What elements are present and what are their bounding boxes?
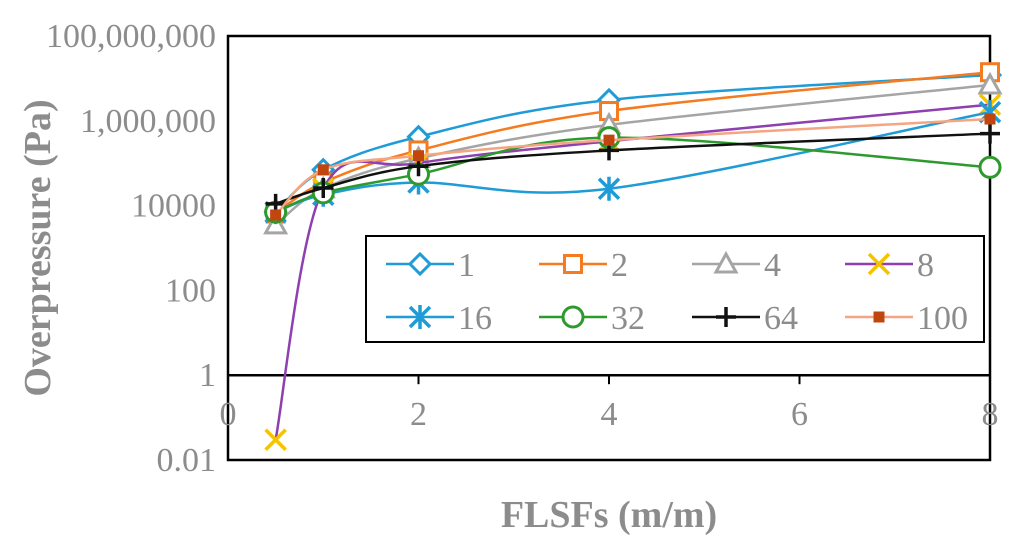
legend-label: 100 — [917, 300, 968, 337]
asterisk-marker — [408, 305, 432, 329]
x-tick-label: 2 — [410, 396, 427, 433]
y-axis-title: Overpressure (Pa) — [17, 99, 59, 396]
legend-item-32: 32 — [539, 300, 645, 337]
legend-item-1: 1 — [386, 247, 475, 284]
filled-square-marker — [317, 164, 329, 176]
series-64 — [265, 123, 1000, 214]
legend-label: 1 — [458, 247, 475, 284]
plus-marker — [716, 307, 736, 327]
plus-marker — [313, 178, 334, 199]
filled-square-marker — [413, 150, 424, 162]
y-tick-label: 1,000,000 — [80, 103, 216, 140]
triangle-marker — [713, 250, 739, 274]
filled-square-marker — [984, 113, 996, 125]
y-tick-label: 1 — [199, 357, 216, 394]
filled-square-marker — [270, 209, 282, 221]
y-tick-label: 100 — [165, 272, 216, 309]
legend-item-16: 16 — [386, 300, 492, 337]
legend-label: 4 — [764, 247, 781, 284]
legend-label: 32 — [611, 300, 645, 337]
legend-label: 64 — [764, 300, 798, 337]
square-marker — [563, 254, 583, 274]
filled-square-marker — [873, 311, 885, 323]
series-100 — [270, 113, 996, 221]
x-marker — [867, 252, 891, 276]
series-line-8 — [274, 103, 991, 441]
x-axis-title: FLSFs (m/m) — [501, 494, 717, 536]
x-tick-label: 6 — [791, 396, 808, 433]
plus-marker — [980, 123, 1000, 144]
asterisk-marker — [597, 176, 621, 201]
legend-item-8: 8 — [845, 247, 934, 284]
circle-marker — [561, 305, 585, 329]
legend-label: 8 — [917, 247, 934, 284]
circle-marker — [978, 155, 1002, 179]
legend-item-100: 100 — [845, 300, 968, 337]
legend-label: 2 — [611, 247, 628, 284]
x-tick-label: 4 — [601, 396, 618, 433]
legend-item-4: 4 — [692, 247, 781, 284]
y-tick-label: 10000 — [131, 188, 216, 225]
x-tick-label: 8 — [982, 396, 999, 433]
y-tick-label: 100,000,000 — [46, 18, 216, 55]
legend-label: 16 — [458, 300, 492, 337]
triangle-marker — [977, 71, 1003, 95]
filled-square-marker — [603, 134, 615, 146]
y-tick-label: 0.01 — [157, 442, 217, 479]
diamond-marker — [407, 251, 433, 277]
x-marker — [264, 428, 287, 452]
x-tick-label: 0 — [220, 396, 237, 433]
legend-item-64: 64 — [692, 300, 798, 337]
legend — [365, 235, 985, 343]
legend-item-2: 2 — [539, 247, 628, 284]
